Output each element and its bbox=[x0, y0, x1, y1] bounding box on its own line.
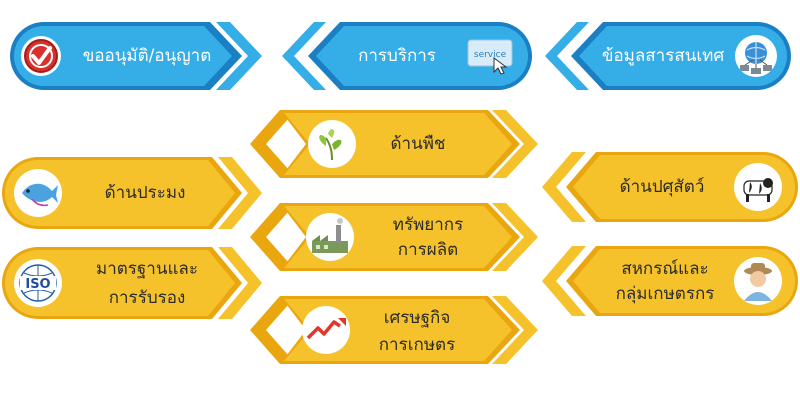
fishery-label: ด้านประมง bbox=[104, 183, 186, 203]
livestock-button[interactable]: ด้านปศุสัตว์ bbox=[542, 152, 798, 222]
livestock-label: ด้านปศุสัตว์ bbox=[619, 177, 705, 197]
approval-permit-label: ขออนุมัติ/อนุญาต bbox=[82, 46, 212, 66]
plant-label: ด้านพืช bbox=[390, 134, 446, 154]
standards-label-line2: การรับรอง bbox=[108, 288, 186, 308]
tea-leaf-icon bbox=[308, 120, 356, 168]
approval-button-shape bbox=[10, 22, 262, 90]
service-click-icon: service bbox=[464, 36, 520, 76]
standards-button-shape bbox=[2, 247, 262, 319]
resources-label-line1: ทรัพยากร bbox=[392, 215, 464, 235]
fishery-button[interactable]: ด้านประมง bbox=[2, 157, 264, 229]
approval-permit-button[interactable]: ขออนุมัติ/อนุญาต bbox=[10, 22, 262, 90]
plant-button[interactable]: ด้านพืช bbox=[250, 110, 538, 178]
cooperatives-button[interactable]: สหกรณ์และ กลุ่มเกษตรกร bbox=[542, 246, 798, 316]
resources-production-button[interactable]: ทรัพยากร การผลิต bbox=[250, 203, 538, 271]
resources-label-line2: การผลิต bbox=[397, 240, 459, 260]
economics-label-line2: การเกษตร bbox=[378, 335, 456, 355]
svg-text:service: service bbox=[474, 50, 507, 60]
standards-label-line1: มาตรฐานและ bbox=[96, 259, 198, 279]
fishery-button-shape bbox=[2, 157, 262, 229]
services-label: การบริการ bbox=[358, 46, 436, 66]
cooperatives-label-line1: สหกรณ์และ bbox=[621, 259, 709, 279]
services-button[interactable]: การบริการ service bbox=[282, 22, 532, 90]
agricultural-economics-button[interactable]: เศรษฐกิจ การเกษตร bbox=[250, 296, 538, 364]
farmer-icon bbox=[734, 257, 782, 305]
economics-label-line1: เศรษฐกิจ bbox=[383, 308, 451, 328]
svg-text:ISO: ISO bbox=[25, 277, 50, 292]
factory-icon bbox=[306, 213, 354, 261]
information-label: ข้อมูลสารสนเทศ bbox=[601, 46, 725, 66]
iso-icon: ISO bbox=[14, 259, 62, 307]
cow-icon bbox=[734, 163, 782, 211]
information-button[interactable]: ข้อมูลสารสนเทศ bbox=[545, 22, 791, 90]
standards-certification-button[interactable]: ISO มาตรฐานและ การรับรอง bbox=[2, 247, 264, 319]
fish-icon bbox=[14, 169, 62, 217]
check-icon bbox=[21, 36, 61, 76]
network-globe-icon bbox=[735, 35, 777, 77]
information-button-shape bbox=[545, 22, 791, 90]
growth-chart-icon bbox=[302, 306, 350, 354]
cooperatives-label-line2: กลุ่มเกษตรกร bbox=[615, 284, 715, 304]
